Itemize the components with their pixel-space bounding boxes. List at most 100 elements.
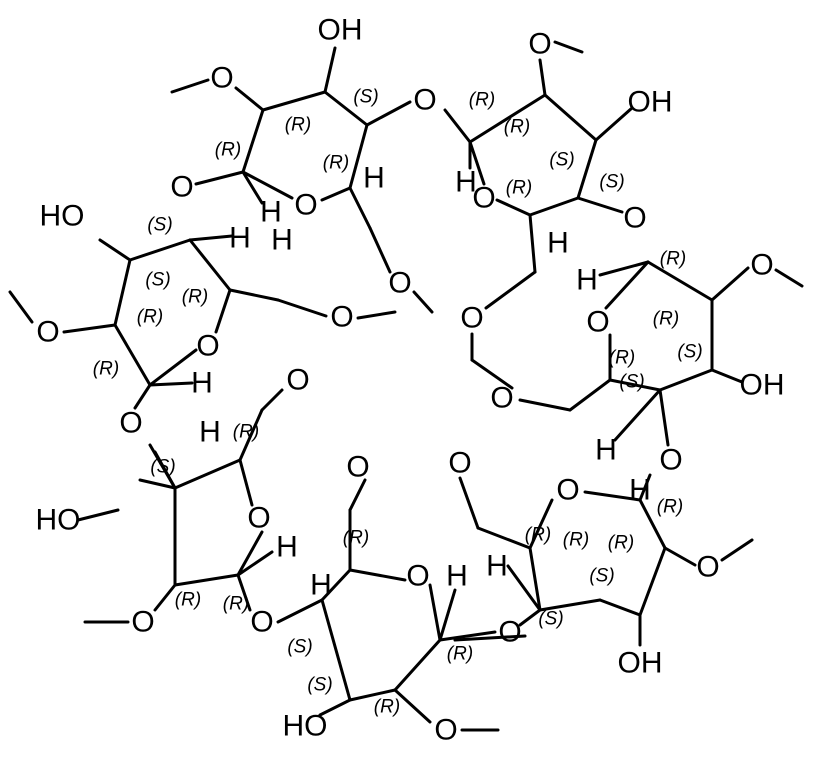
atom-label: H (595, 434, 617, 467)
bond (468, 93, 547, 144)
bond (348, 186, 372, 230)
atom-label: H (629, 474, 651, 507)
bond (528, 546, 542, 612)
atom-label: H (191, 367, 213, 400)
bond (438, 588, 457, 642)
bond (236, 530, 264, 577)
atom-label: H (260, 196, 282, 229)
bond (638, 473, 652, 502)
bond (583, 490, 642, 502)
bond (170, 78, 210, 94)
bond (428, 583, 442, 642)
bond (113, 258, 132, 327)
bond (348, 688, 397, 702)
atom-label: OH (740, 369, 785, 402)
stereo-descriptor: (S) (599, 172, 624, 193)
stereo-descriptor: (R) (660, 249, 686, 270)
atom-label: H (446, 560, 468, 593)
atom-label: O (247, 502, 270, 535)
bond (62, 323, 117, 334)
bond (323, 46, 337, 94)
atom-label: O (36, 316, 59, 349)
bond (710, 266, 750, 302)
bond (194, 170, 245, 186)
atom-label: H (229, 222, 251, 255)
atom-label: O (413, 84, 436, 117)
atom-label: OH (318, 14, 363, 47)
bond (241, 108, 265, 174)
bond (348, 478, 367, 512)
atom-label: HO (283, 710, 328, 743)
bond (470, 358, 514, 390)
bond (528, 213, 537, 274)
bond (153, 583, 177, 612)
bond (543, 93, 598, 142)
bond (528, 498, 554, 550)
bonds (8, 40, 804, 732)
stereo-descriptor: (R) (374, 697, 400, 718)
stereo-descriptor: (R) (609, 348, 635, 369)
stereo-descriptor: (R) (563, 530, 589, 551)
atom-label: O (406, 560, 429, 593)
atom-label: O (170, 171, 193, 204)
bond (412, 290, 434, 314)
atom-label: O (294, 189, 317, 222)
stereo-descriptor: (R) (506, 178, 532, 199)
bond (393, 638, 442, 692)
bond (238, 458, 254, 507)
bond (393, 688, 432, 724)
bond (98, 238, 132, 262)
bond (598, 260, 650, 277)
atom-label: O (460, 302, 483, 335)
stereo-descriptor: (R) (285, 115, 311, 136)
bond (518, 608, 542, 627)
stereo-descriptor: (S) (150, 457, 175, 478)
stereo-descriptor: (R) (504, 117, 530, 138)
bond (173, 458, 242, 490)
atom-label: O (196, 330, 219, 363)
atom-label: O (586, 306, 609, 339)
bond (538, 58, 547, 97)
bond (236, 573, 252, 612)
bond (260, 388, 284, 412)
bond (148, 348, 198, 387)
atom-label: O (472, 182, 495, 215)
bond (238, 408, 264, 462)
bond (774, 268, 804, 288)
stereo-descriptor: (S) (549, 150, 574, 171)
bond (658, 368, 714, 392)
stereo-descriptor: (S) (353, 87, 378, 108)
bond (188, 238, 232, 292)
atom-label: O (490, 382, 513, 415)
bond (576, 196, 624, 214)
atom-label: O (448, 447, 471, 480)
atom-label: O (346, 451, 369, 484)
atom-label: HO (40, 200, 85, 233)
stereo-descriptor: (R) (233, 422, 259, 443)
bond (76, 508, 120, 522)
bond (241, 170, 264, 205)
atom-label: O (498, 616, 521, 649)
bond (276, 598, 324, 624)
bond (443, 108, 472, 144)
stereo-descriptor: (S) (147, 215, 172, 236)
atom-label: H (276, 531, 298, 564)
bond (506, 564, 542, 612)
bond (604, 260, 650, 310)
atom-label: O (286, 364, 309, 397)
bond (320, 186, 352, 202)
bond (608, 378, 662, 392)
bond (663, 546, 697, 567)
bond (188, 234, 234, 242)
stereo-descriptor: (R) (323, 153, 349, 174)
atom-label: O (750, 249, 773, 282)
bond (365, 100, 412, 127)
bond (323, 90, 369, 127)
atom-label: H (199, 416, 221, 449)
atom-label: O (388, 267, 411, 300)
bond (638, 546, 667, 617)
bond (646, 260, 714, 302)
